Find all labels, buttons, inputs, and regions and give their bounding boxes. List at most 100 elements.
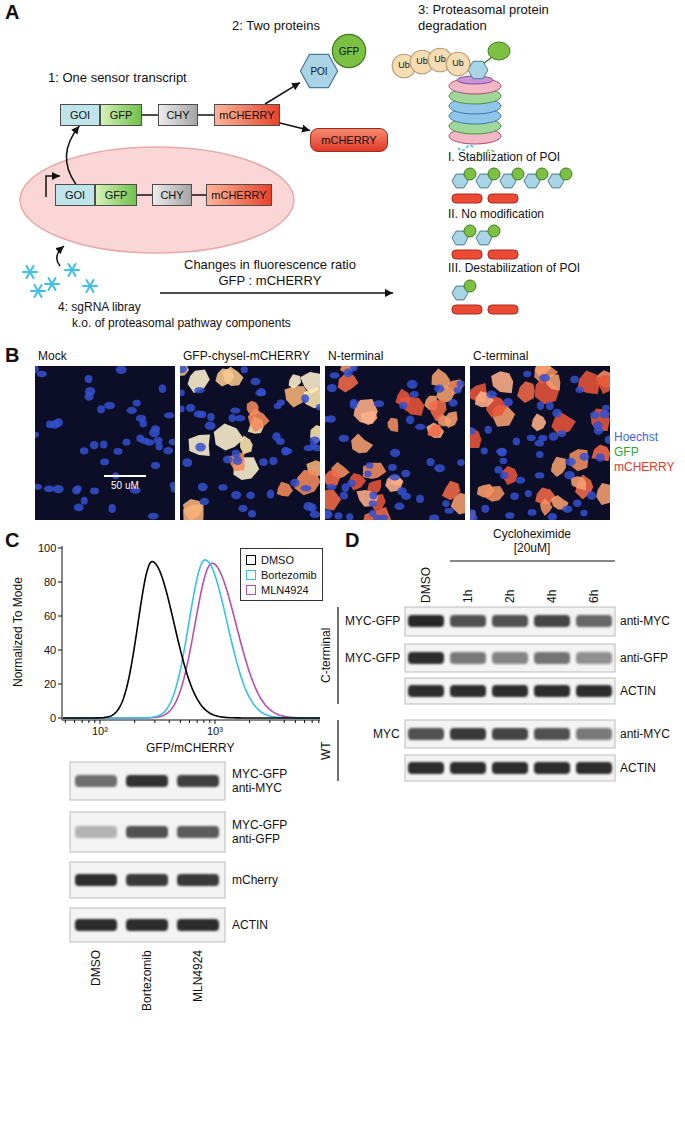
- tick-label: 80: [44, 576, 56, 589]
- blot-band: [126, 874, 168, 886]
- blot-band: [408, 728, 444, 740]
- image-title: N-terminal: [328, 349, 383, 363]
- nucleus: [290, 479, 299, 487]
- nucleus: [587, 491, 596, 500]
- blot-band: [492, 652, 528, 664]
- blot-label: ACTIN: [232, 918, 268, 932]
- fluorescent-cell: [361, 507, 391, 520]
- nucleus: [123, 439, 131, 446]
- nucleus: [230, 408, 240, 414]
- node-text: Ub: [416, 57, 428, 67]
- nucleus: [494, 466, 502, 474]
- connector-line: [137, 194, 152, 196]
- axis-title: Normalized To Mode: [11, 577, 25, 687]
- blot-strip: [405, 644, 615, 672]
- fluorescent-cell: [591, 445, 610, 462]
- blot-band: [75, 874, 117, 886]
- nucleus: [136, 434, 144, 442]
- construct-box: GOI: [55, 184, 95, 206]
- snowflake-stroke: [27, 266, 34, 278]
- hexagon-outline: [300, 54, 337, 87]
- nucleus: [207, 413, 214, 421]
- nucleus: [394, 503, 404, 510]
- nucleus: [407, 380, 418, 389]
- nucleus: [429, 514, 439, 520]
- blot-label: mCherry: [232, 873, 278, 887]
- blot-membrane: [405, 678, 615, 704]
- nucleus: [503, 398, 513, 407]
- blot-strip: [405, 720, 615, 748]
- nucleus: [580, 453, 590, 461]
- y-tick: [58, 718, 62, 719]
- nucleus: [576, 387, 584, 394]
- blot-strip: [405, 678, 615, 704]
- nucleus: [399, 402, 407, 409]
- wt-bracket: [337, 720, 338, 781]
- nucleus: [259, 458, 268, 466]
- x-tick: [249, 720, 250, 723]
- blot-band: [177, 919, 219, 931]
- nucleus: [406, 416, 414, 425]
- blot-label: MYC: [373, 727, 400, 741]
- image-title: GFP-chysel-mCHERRY: [183, 349, 310, 363]
- panel-letter: A: [5, 0, 19, 24]
- nucleus: [470, 515, 478, 520]
- lane-label: MLN4924: [191, 950, 205, 1002]
- fluorescent-cell: [596, 483, 610, 505]
- blot-band: [576, 762, 612, 774]
- blot-band: [534, 615, 570, 627]
- circle-outline: [332, 34, 365, 67]
- fluorescent-cell: [485, 486, 505, 502]
- legend-swatch: [246, 570, 256, 580]
- mcherry-icon: [452, 194, 482, 203]
- construct-box: CHY: [152, 184, 192, 206]
- blot-band: [450, 728, 486, 740]
- mcherry-icon: [488, 250, 518, 259]
- lane-label: DMSO: [89, 950, 103, 986]
- nucleus: [416, 495, 424, 503]
- fluorescent-cell: [428, 400, 446, 422]
- lane-label: 1h: [461, 590, 475, 603]
- arrow-label: GFP : mCHERRY: [219, 273, 322, 289]
- gfp-icon: [464, 168, 476, 180]
- nucleus: [53, 485, 64, 493]
- nucleus: [72, 486, 80, 494]
- fluorescent-cell: [247, 401, 259, 416]
- micrograph-ground: [470, 366, 610, 520]
- nucleus: [232, 449, 240, 457]
- connector-line: [142, 114, 158, 116]
- substrate-poi: [468, 61, 488, 78]
- nucleus: [369, 491, 377, 499]
- nucleus: [164, 412, 175, 418]
- x-tick: [318, 720, 319, 723]
- fluorescent-cell: [189, 434, 211, 456]
- nucleus: [548, 513, 557, 520]
- nucleus: [218, 484, 227, 490]
- y-axis: [62, 546, 63, 720]
- outcome-label: III. Destabilization of POI: [448, 261, 580, 275]
- nucleus: [113, 448, 122, 455]
- y-tick: [58, 582, 62, 583]
- nucleus: [149, 428, 160, 437]
- treatment-bar: [450, 560, 615, 561]
- nucleus: [327, 384, 337, 392]
- nucleus: [580, 510, 587, 517]
- fluorescent-cell: [285, 386, 310, 407]
- node-text: mCHERRY: [219, 109, 274, 121]
- blot-membrane: [70, 908, 225, 942]
- poi-gfp-icon: [548, 168, 572, 188]
- nucleus: [205, 421, 216, 430]
- c-terminal-bracket: [337, 607, 338, 704]
- micrograph: [35, 366, 175, 520]
- nucleus: [481, 505, 489, 513]
- lane-label: 2h: [503, 590, 517, 603]
- nucleus: [301, 485, 312, 492]
- gfp-circle: GFP: [332, 34, 366, 68]
- nucleus: [200, 498, 209, 505]
- nucleus: [497, 448, 507, 457]
- outcome-label: II. No modification: [448, 207, 544, 221]
- circle-outline: [446, 52, 470, 76]
- y-tick: [58, 548, 62, 549]
- blot-band: [492, 728, 528, 740]
